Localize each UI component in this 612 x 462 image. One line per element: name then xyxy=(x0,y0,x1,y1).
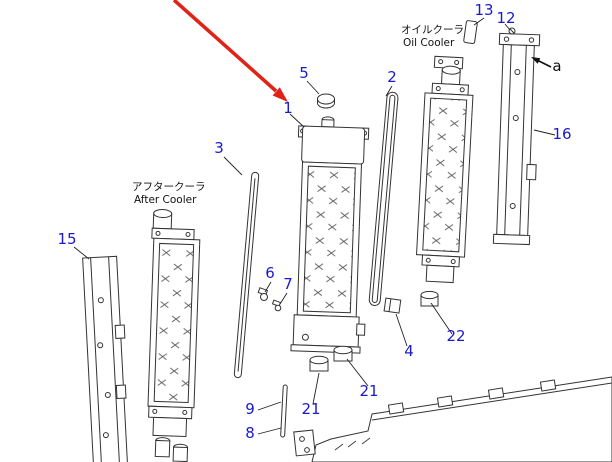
callout-1: 1 xyxy=(283,99,293,117)
grommet-part-22 xyxy=(420,290,439,307)
callout-2: 2 xyxy=(387,68,397,86)
callout-12: 12 xyxy=(496,9,515,27)
grommet-part-21-right xyxy=(333,345,353,362)
after-cooler-label-jp: アフタークーラ xyxy=(132,181,206,193)
strip-part-3 xyxy=(233,171,260,379)
callout-a: a xyxy=(552,57,561,75)
oil-cooler-part xyxy=(416,55,474,284)
right-bracket-part-16 xyxy=(492,32,541,246)
rod-part-8-9 xyxy=(280,384,288,438)
after-cooler-part xyxy=(147,209,201,462)
oil-cooler-label-jp: オイルクーラ xyxy=(401,24,464,36)
callout-6: 6 xyxy=(265,264,275,282)
after-cooler-label-en: After Cooler xyxy=(134,194,197,206)
detail-a-arrow-icon xyxy=(531,57,552,68)
lower-bracket-part xyxy=(293,429,316,457)
callout-7: 7 xyxy=(283,275,293,293)
red-pointer-arrow-icon xyxy=(172,0,288,102)
clip-part-13 xyxy=(463,20,478,44)
callout-9: 9 xyxy=(245,400,255,418)
callout-4: 4 xyxy=(404,342,414,360)
bolt-part-6 xyxy=(257,287,269,301)
bolt-part-7 xyxy=(271,299,282,312)
bolt-part-12 xyxy=(508,27,516,35)
callout-15: 15 xyxy=(57,230,76,248)
left-bracket-part-15 xyxy=(82,255,129,462)
leader-lines xyxy=(73,17,556,435)
grommet-part-21-left xyxy=(309,355,329,372)
callout-16: 16 xyxy=(552,125,571,143)
clamp-part-4 xyxy=(383,297,402,314)
callout-22: 22 xyxy=(446,327,465,345)
loop-strip-part-2 xyxy=(368,91,399,306)
callout-13: 13 xyxy=(474,1,493,19)
radiator-part-1 xyxy=(290,116,370,354)
callout-21-left: 21 xyxy=(301,400,320,418)
callout-3: 3 xyxy=(214,139,224,157)
callout-8: 8 xyxy=(245,424,255,442)
radiator-cap-part-5 xyxy=(317,93,335,109)
lower-panel-part xyxy=(311,376,612,462)
callout-5: 5 xyxy=(299,64,309,82)
oil-cooler-label-en: Oil Cooler xyxy=(403,37,455,49)
callout-21-right: 21 xyxy=(359,382,378,400)
